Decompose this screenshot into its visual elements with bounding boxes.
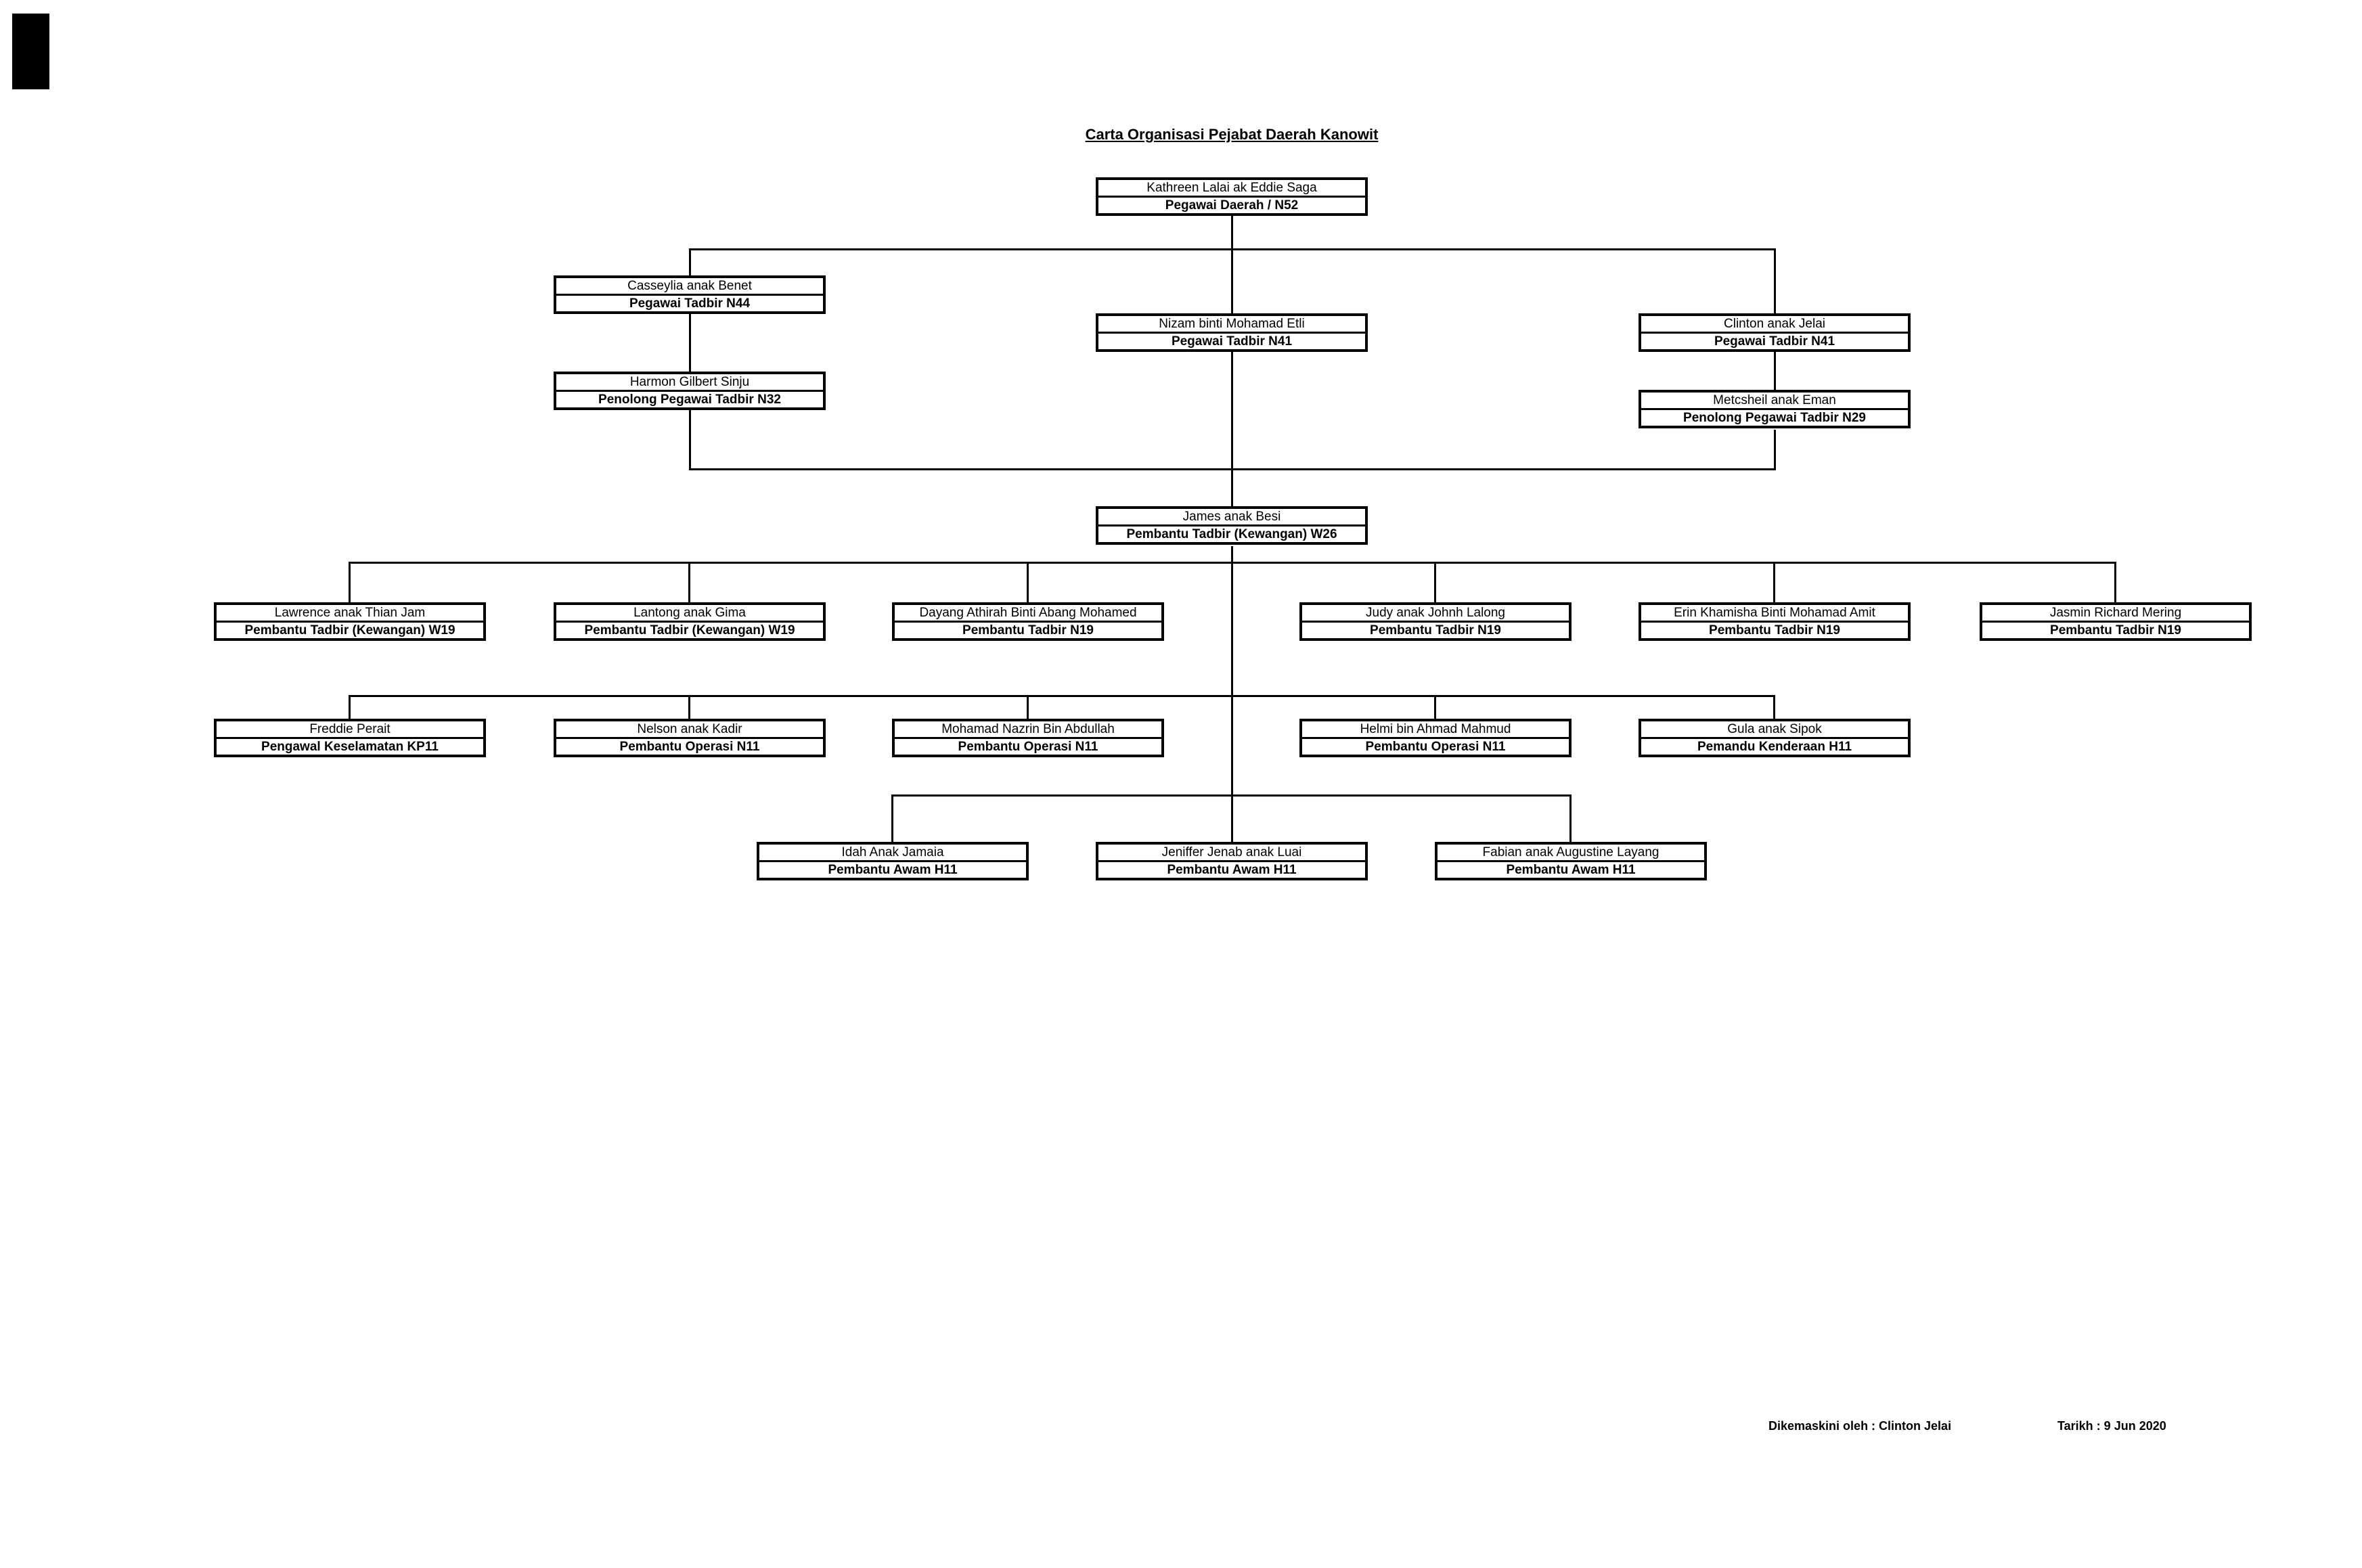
person-name: Metcsheil anak Eman: [1641, 393, 1908, 410]
person-role: Pembantu Tadbir N19: [2050, 623, 2181, 637]
person-role: Pembantu Tadbir N19: [1370, 623, 1501, 637]
connector-line: [1434, 695, 1436, 719]
org-node-fabian: Fabian anak Augustine Layang Pembantu Aw…: [1435, 842, 1707, 880]
connector-line: [1434, 562, 1436, 602]
person-name: Jasmin Richard Mering: [1982, 605, 2249, 623]
connector-line: [1774, 248, 1776, 313]
org-node-casseylia: Casseylia anak Benet Pegawai Tadbir N44: [554, 275, 826, 314]
person-name: Lawrence anak Thian Jam: [217, 605, 483, 623]
connector-line: [1774, 352, 1776, 390]
org-node-lawrence: Lawrence anak Thian Jam Pembantu Tadbir …: [214, 602, 486, 641]
person-role: Pegawai Daerah / N52: [1165, 198, 1299, 212]
org-node-judy: Judy anak Johnh Lalong Pembantu Tadbir N…: [1299, 602, 1572, 641]
connector-line: [1027, 562, 1029, 602]
person-name: Kathreen Lalai ak Eddie Saga: [1098, 180, 1365, 198]
person-role: Pembantu Tadbir (Kewangan) W19: [584, 623, 795, 637]
connector-line: [349, 695, 1775, 697]
org-node-lantong: Lantong anak Gima Pembantu Tadbir (Kewan…: [554, 602, 826, 641]
person-role: Pembantu Operasi N11: [958, 740, 1098, 754]
person-role: Pembantu Awam H11: [828, 863, 958, 877]
connector-line: [1774, 430, 1776, 470]
org-node-metcsheil: Metcsheil anak Eman Penolong Pegawai Tad…: [1639, 390, 1911, 428]
org-node-gula: Gula anak Sipok Pemandu Kenderaan H11: [1639, 719, 1911, 757]
person-role: Pembantu Awam H11: [1167, 863, 1297, 877]
person-role: Pegawai Tadbir N41: [1171, 334, 1293, 349]
person-name: Dayang Athirah Binti Abang Mohamed: [895, 605, 1161, 623]
org-node-jasmin: Jasmin Richard Mering Pembantu Tadbir N1…: [1980, 602, 2252, 641]
person-name: Helmi bin Ahmad Mahmud: [1302, 721, 1569, 739]
connector-line: [1773, 695, 1775, 719]
page-corner-mark: [12, 14, 49, 89]
person-name: Judy anak Johnh Lalong: [1302, 605, 1569, 623]
person-name: Freddie Perait: [217, 721, 483, 739]
org-node-harmon: Harmon Gilbert Sinju Penolong Pegawai Ta…: [554, 372, 826, 410]
person-name: Jeniffer Jenab anak Luai: [1098, 845, 1365, 862]
connector-line: [2114, 562, 2116, 602]
connector-line: [1231, 248, 1233, 313]
person-name: Harmon Gilbert Sinju: [556, 374, 823, 392]
person-name: Erin Khamisha Binti Mohamad Amit: [1641, 605, 1908, 623]
org-node-clinton: Clinton anak Jelai Pegawai Tadbir N41: [1639, 313, 1911, 352]
org-node-idah: Idah Anak Jamaia Pembantu Awam H11: [757, 842, 1029, 880]
org-node-mohamad: Mohamad Nazrin Bin Abdullah Pembantu Ope…: [892, 719, 1164, 757]
person-role: Pembantu Tadbir N19: [962, 623, 1094, 637]
person-name: Casseylia anak Benet: [556, 278, 823, 296]
connector-line: [688, 695, 690, 719]
person-role: Pembantu Tadbir (Kewangan) W19: [244, 623, 455, 637]
connector-line: [689, 248, 691, 275]
connector-line: [349, 695, 351, 719]
connector-line: [1027, 695, 1029, 719]
org-node-helmi: Helmi bin Ahmad Mahmud Pembantu Operasi …: [1299, 719, 1572, 757]
person-role: Penolong Pegawai Tadbir N32: [598, 393, 781, 407]
person-role: Pegawai Tadbir N41: [1714, 334, 1835, 349]
connector-line: [1231, 546, 1233, 842]
person-role: Pembantu Tadbir N19: [1709, 623, 1840, 637]
person-role: Pegawai Tadbir N44: [629, 296, 751, 311]
person-name: Nizam binti Mohamad Etli: [1098, 316, 1365, 334]
footer-date: Tarikh : 9 Jun 2020: [2057, 1419, 2166, 1433]
person-name: Gula anak Sipok: [1641, 721, 1908, 739]
person-name: Mohamad Nazrin Bin Abdullah: [895, 721, 1161, 739]
person-role: Penolong Pegawai Tadbir N29: [1683, 411, 1866, 425]
person-role: Pembantu Operasi N11: [1365, 740, 1506, 754]
connector-line: [689, 410, 691, 470]
person-role: Pemandu Kenderaan H11: [1697, 740, 1852, 754]
person-name: James anak Besi: [1098, 509, 1365, 527]
connector-line: [349, 562, 2116, 564]
person-name: Lantong anak Gima: [556, 605, 823, 623]
connector-line: [891, 794, 1572, 797]
connector-line: [891, 794, 893, 842]
page-title: Carta Organisasi Pejabat Daerah Kanowit: [1085, 126, 1379, 143]
person-role: Pembantu Tadbir (Kewangan) W26: [1126, 527, 1337, 541]
org-node-kathreen: Kathreen Lalai ak Eddie Saga Pegawai Dae…: [1096, 177, 1368, 216]
connector-line: [1773, 562, 1775, 602]
org-node-nizam: Nizam binti Mohamad Etli Pegawai Tadbir …: [1096, 313, 1368, 352]
person-name: Nelson anak Kadir: [556, 721, 823, 739]
connector-line: [689, 312, 691, 372]
person-role: Pembantu Awam H11: [1506, 863, 1636, 877]
person-name: Clinton anak Jelai: [1641, 316, 1908, 334]
person-role: Pengawal Keselamatan KP11: [261, 740, 439, 754]
person-name: Idah Anak Jamaia: [759, 845, 1026, 862]
connector-line: [688, 562, 690, 602]
connector-line: [349, 562, 351, 602]
person-name: Fabian anak Augustine Layang: [1438, 845, 1704, 862]
org-node-dayang: Dayang Athirah Binti Abang Mohamed Pemba…: [892, 602, 1164, 641]
connector-line: [1231, 216, 1233, 249]
org-node-jeniffer: Jeniffer Jenab anak Luai Pembantu Awam H…: [1096, 842, 1368, 880]
footer-updated-by: Dikemaskini oleh : Clinton Jelai: [1768, 1419, 1952, 1433]
connector-line: [1569, 794, 1572, 842]
org-node-erin: Erin Khamisha Binti Mohamad Amit Pembant…: [1639, 602, 1911, 641]
org-node-james: James anak Besi Pembantu Tadbir (Kewanga…: [1096, 506, 1368, 545]
org-node-freddie: Freddie Perait Pengawal Keselamatan KP11: [214, 719, 486, 757]
person-role: Pembantu Operasi N11: [619, 740, 760, 754]
connector-line: [1231, 352, 1233, 506]
org-node-nelson: Nelson anak Kadir Pembantu Operasi N11: [554, 719, 826, 757]
